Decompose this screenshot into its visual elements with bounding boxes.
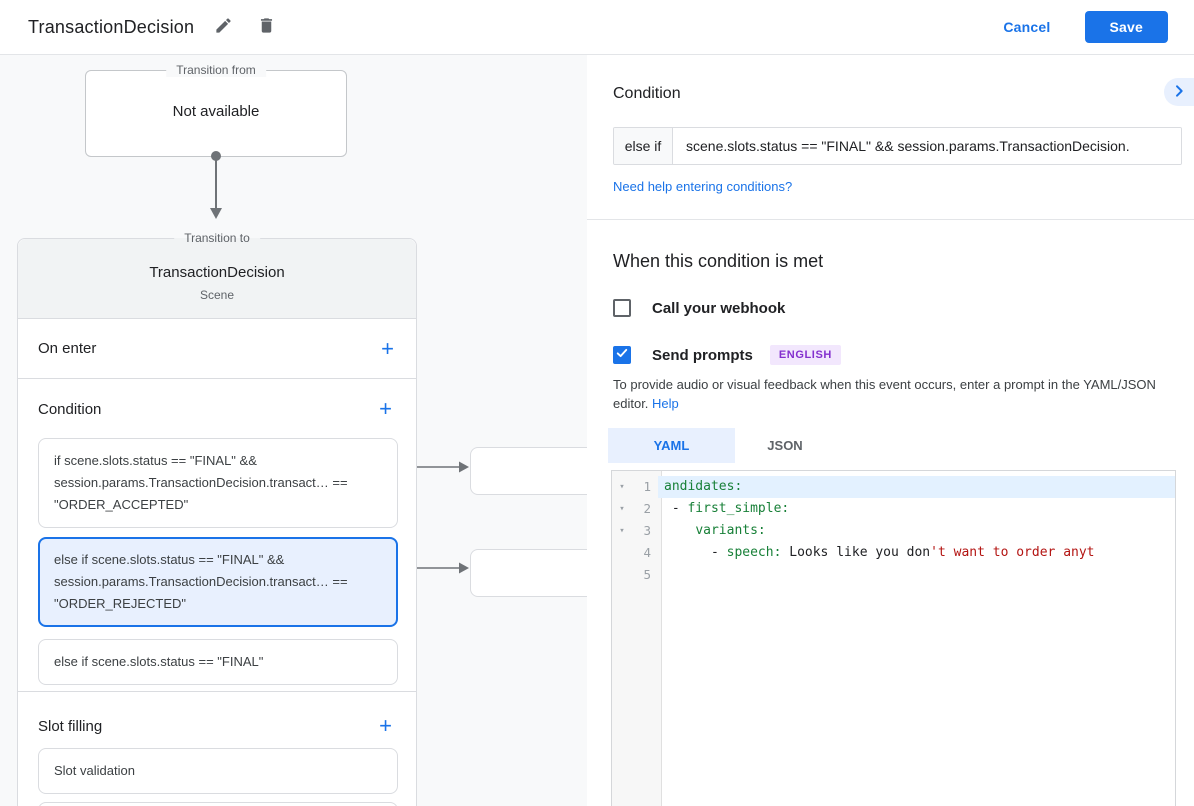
line-number: 2 xyxy=(643,500,651,516)
code-line[interactable]: ▾ 1 andidates: xyxy=(612,475,1175,498)
condition-item-selected[interactable]: else if scene.slots.status == "FINAL" &&… xyxy=(38,537,398,627)
tab-json[interactable]: JSON xyxy=(767,437,803,453)
language-badge: ENGLISH xyxy=(769,345,841,365)
send-prompts-label: Send prompts xyxy=(652,346,753,364)
collapse-panel-button[interactable] xyxy=(1164,78,1194,106)
chevron-right-icon xyxy=(1171,83,1187,102)
fold-spacer xyxy=(612,564,632,586)
slot-item[interactable] xyxy=(38,802,398,806)
code-text: variants: xyxy=(695,522,766,538)
line-number: 3 xyxy=(643,522,651,538)
condition-input-row: else if xyxy=(613,127,1182,165)
condition-item[interactable]: if scene.slots.status == "FINAL" && sess… xyxy=(38,438,398,528)
panel-divider xyxy=(587,219,1194,220)
condition-item[interactable]: else if scene.slots.status == "FINAL" xyxy=(38,639,398,685)
flow-canvas: Transition from Not available xyxy=(0,55,587,806)
send-prompts-checkbox-row[interactable]: Send prompts ENGLISH xyxy=(613,345,1182,365)
code-line[interactable]: 5 xyxy=(612,564,1175,586)
tab-yaml[interactable]: YAML xyxy=(608,427,735,463)
scene-title: TransactionDecision xyxy=(149,264,285,281)
edit-title-button[interactable] xyxy=(210,12,237,42)
fold-arrow-icon[interactable]: ▾ xyxy=(619,525,625,536)
code-text: - first_simple: xyxy=(664,500,790,516)
webhook-label: Call your webhook xyxy=(652,299,786,317)
code-text xyxy=(658,564,1175,586)
code-line[interactable]: ▾ 2 - first_simple: xyxy=(612,498,1175,520)
transition-to-label: Transition to xyxy=(174,231,260,245)
when-condition-heading: When this condition is met xyxy=(613,251,824,271)
transition-from-box: Transition from Not available xyxy=(85,63,347,157)
webhook-checkbox-row[interactable]: Call your webhook xyxy=(613,299,1182,317)
send-prompts-checkbox[interactable] xyxy=(613,346,631,364)
condition-prefix: else if xyxy=(614,128,673,164)
webhook-checkbox[interactable] xyxy=(613,299,631,317)
cancel-button[interactable]: Cancel xyxy=(1003,19,1051,35)
add-condition-button[interactable]: + xyxy=(373,396,398,422)
delete-scene-button[interactable] xyxy=(253,12,280,42)
page-title: TransactionDecision xyxy=(28,16,195,37)
condition-heading: Condition xyxy=(613,85,681,102)
line-number: 4 xyxy=(643,544,651,560)
code-line[interactable]: 4 - speech: Looks like you don't want to… xyxy=(612,542,1175,564)
add-slot-button[interactable]: + xyxy=(373,713,398,739)
fold-arrow-icon[interactable]: ▾ xyxy=(619,481,625,492)
code-line[interactable]: ▾ 3 variants: xyxy=(612,520,1175,542)
transition-from-value: Not available xyxy=(172,103,260,120)
scene-subtitle: Scene xyxy=(199,288,235,302)
editor-gutter xyxy=(612,470,662,806)
fold-spacer xyxy=(612,542,632,564)
condition-panel: Condition else if Need help entering con… xyxy=(587,55,1194,806)
scene-card: Transition to TransactionDecision Scene … xyxy=(17,231,417,806)
line-number: 5 xyxy=(643,566,651,582)
code-text: - speech: Looks like you don't want to o… xyxy=(664,544,1095,560)
transition-from-label: Transition from xyxy=(166,63,266,77)
scene-card-header: TransactionDecision Scene xyxy=(18,239,416,319)
condition-section-label: Condition xyxy=(38,400,102,418)
editor-tabs: YAML JSON xyxy=(608,427,1182,463)
trash-icon xyxy=(257,16,276,38)
on-enter-label: On enter xyxy=(38,340,97,357)
editor-lines: ▾ 1 andidates: ▾ 2 - first_simple: ▾ 3 variant… xyxy=(612,471,1175,586)
code-text: andidates: xyxy=(658,475,1175,498)
transition-target-box[interactable] xyxy=(470,447,587,495)
check-icon xyxy=(615,346,629,365)
on-enter-section: On enter + xyxy=(18,319,416,379)
hint-help-link[interactable]: Help xyxy=(652,395,679,411)
editor-hint: To provide audio or visual feedback when… xyxy=(613,377,1156,411)
fold-arrow-icon[interactable]: ▾ xyxy=(619,503,625,514)
conditions-help-link[interactable]: Need help entering conditions? xyxy=(613,179,793,194)
slot-filling-section: Slot filling + Slot validation xyxy=(18,692,416,806)
code-editor[interactable]: ▾ 1 andidates: ▾ 2 - first_simple: ▾ 3 variant… xyxy=(611,469,1176,806)
slot-item[interactable]: Slot validation xyxy=(38,748,398,794)
condition-input[interactable] xyxy=(673,128,1181,164)
line-number: 1 xyxy=(643,478,651,494)
slot-filling-label: Slot filling xyxy=(38,717,103,735)
save-button[interactable]: Save xyxy=(1084,11,1168,43)
condition-section: Condition + if scene.slots.status == "FI… xyxy=(18,379,416,701)
topbar: TransactionDecision Cancel Save xyxy=(0,0,1194,55)
transition-target-box[interactable] xyxy=(470,549,587,597)
add-on-enter-button[interactable]: + xyxy=(375,336,400,362)
pencil-icon xyxy=(214,16,233,38)
